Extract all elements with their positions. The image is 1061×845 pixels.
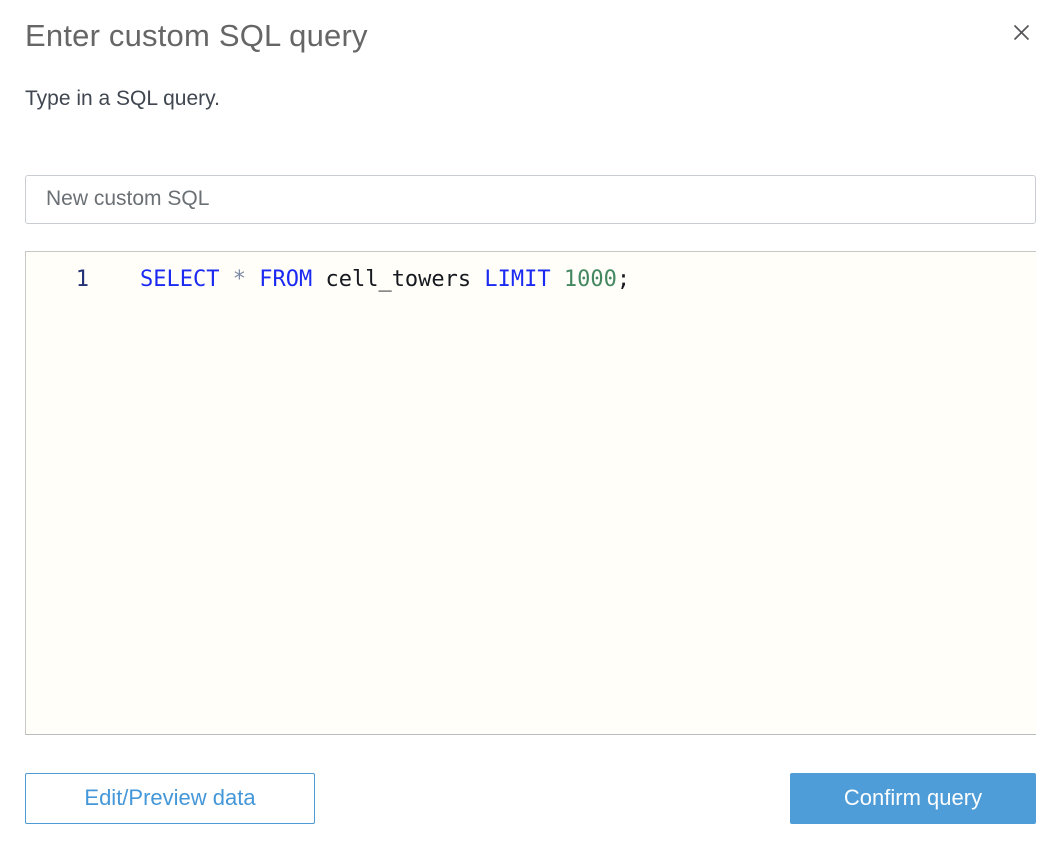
dialog-description: Type in a SQL query.	[25, 87, 220, 111]
sql-token-operator: *	[232, 266, 246, 292]
sql-token-plain	[551, 267, 564, 292]
line-number: 1	[75, 266, 89, 292]
sql-token-keyword: SELECT	[140, 266, 220, 292]
edit-preview-data-button[interactable]: Edit/Preview data	[25, 772, 315, 824]
close-button[interactable]	[1007, 18, 1035, 46]
close-icon	[1011, 22, 1032, 43]
dialog-footer: Edit/Preview data Confirm query	[25, 772, 1036, 824]
sql-token-keyword: FROM	[259, 266, 313, 292]
query-name-input[interactable]	[25, 174, 1036, 224]
confirm-query-button[interactable]: Confirm query	[790, 772, 1036, 824]
sql-code-line: SELECT * FROM cell_towers LIMIT 1000;	[89, 265, 630, 295]
sql-token-plain	[219, 267, 232, 292]
sql-token-plain	[246, 267, 259, 292]
sql-editor[interactable]: 1 SELECT * FROM cell_towers LIMIT 1000;	[25, 250, 1036, 735]
code-row: 1 SELECT * FROM cell_towers LIMIT 1000;	[26, 265, 1036, 295]
sql-token-plain: cell_towers	[312, 266, 485, 292]
sql-token-plain: ;	[616, 266, 631, 292]
sql-token-keyword: LIMIT	[484, 266, 551, 292]
page-title: Enter custom SQL query	[25, 18, 368, 53]
sql-token-number: 1000	[563, 266, 617, 292]
